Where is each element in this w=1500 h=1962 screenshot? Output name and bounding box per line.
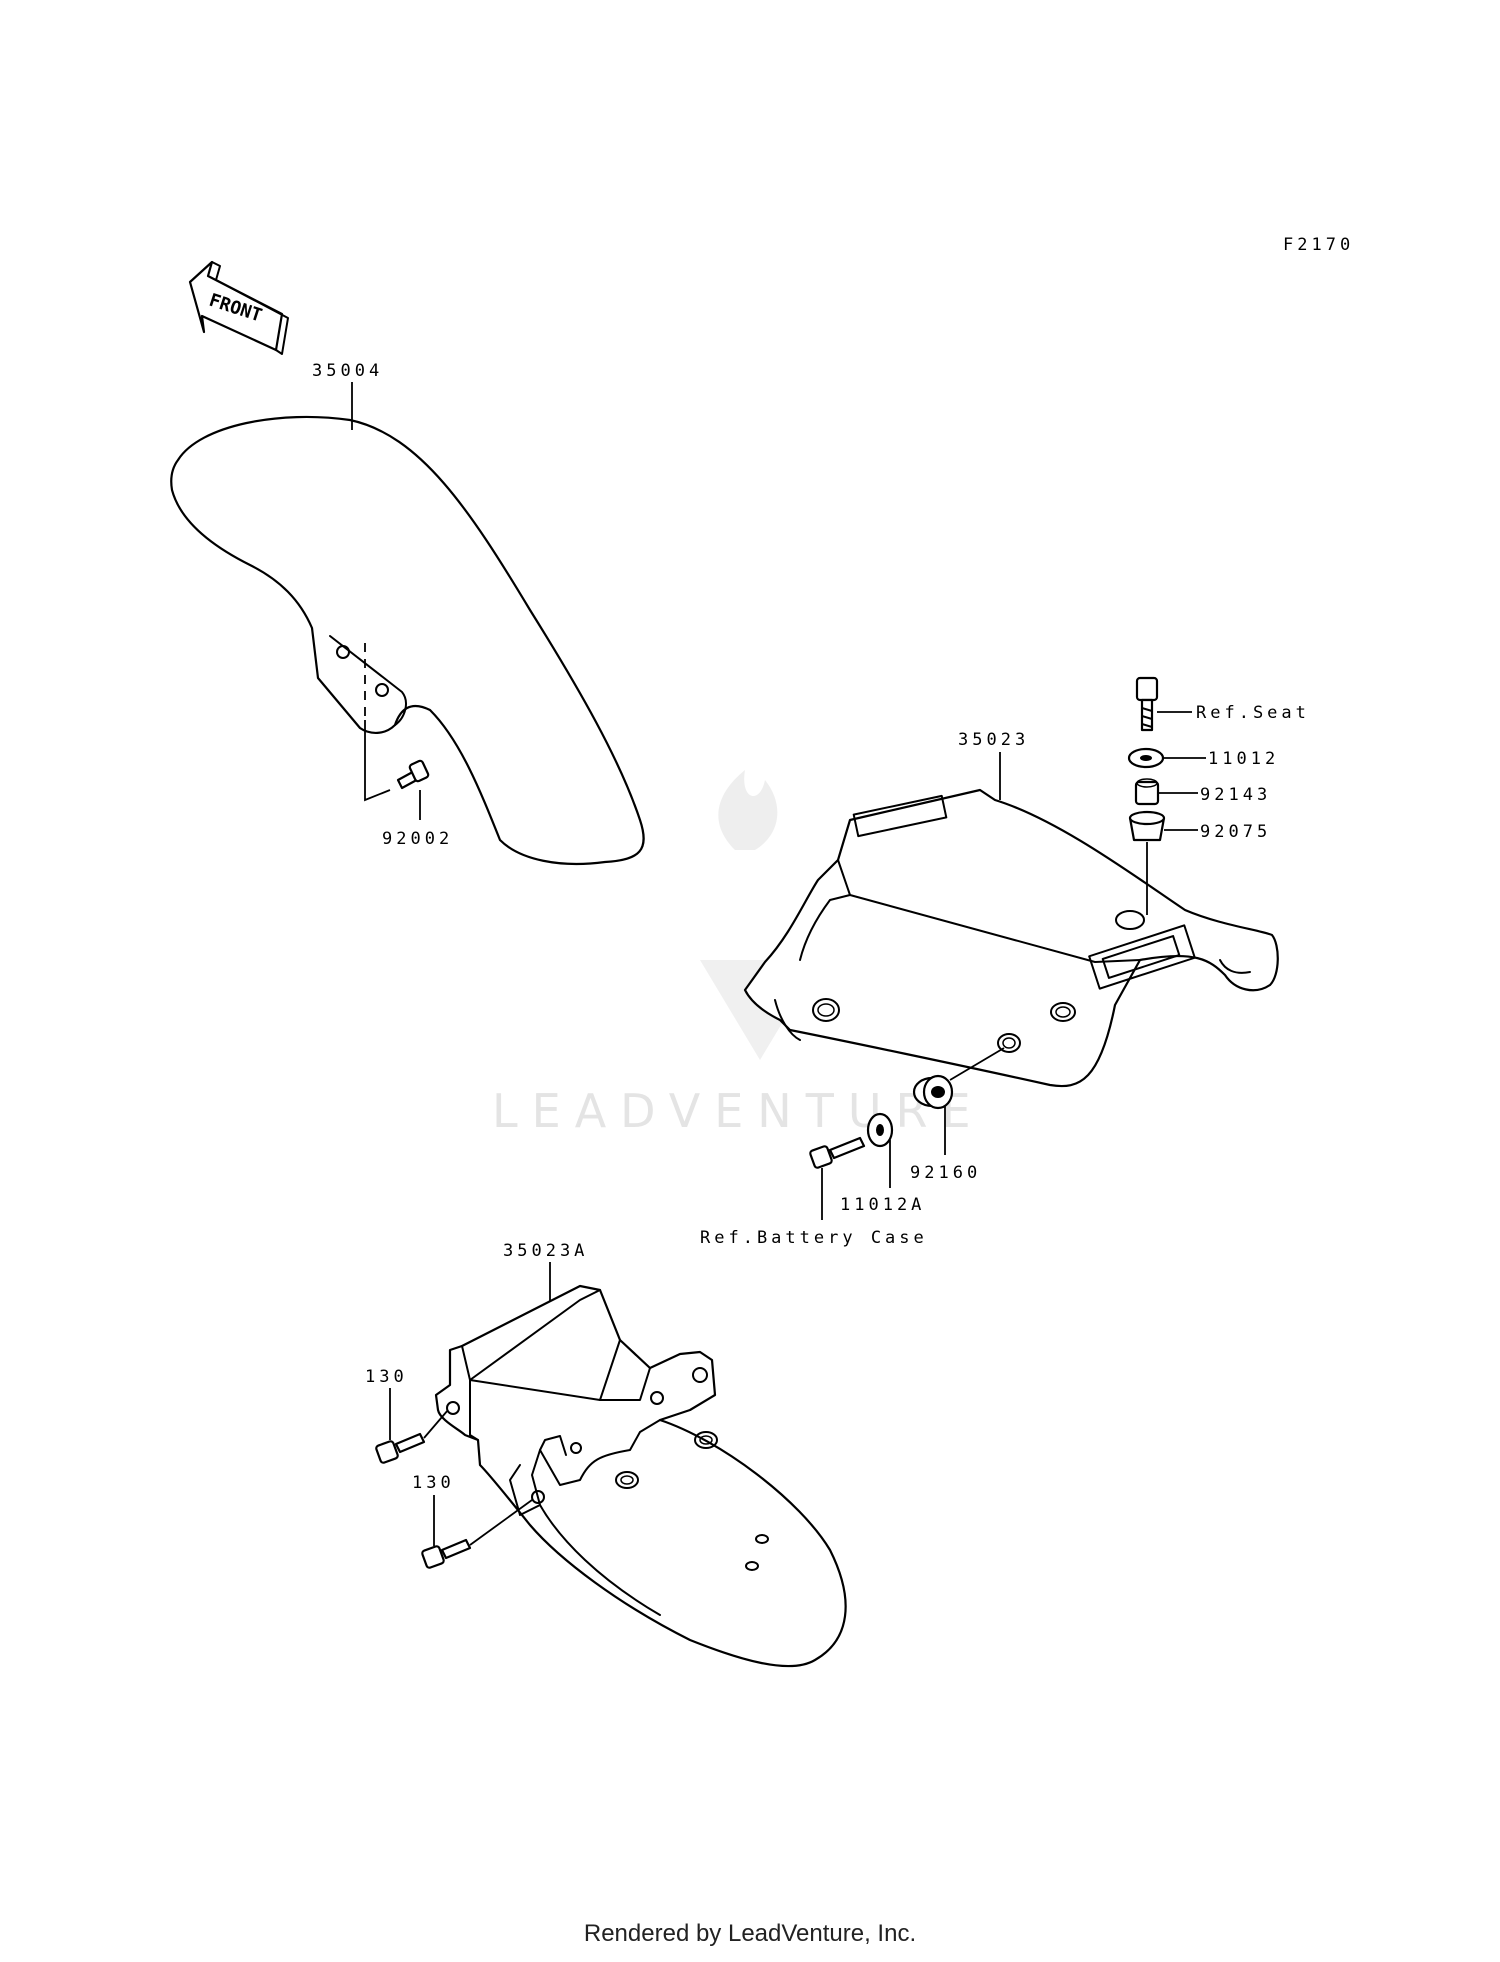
washer-side bbox=[866, 1112, 894, 1148]
label-ref-battery-case: Ref.Battery Case bbox=[700, 1228, 928, 1248]
grommet bbox=[912, 1074, 954, 1110]
label-damper: 92075 bbox=[1200, 822, 1271, 842]
label-front-fender: 35004 bbox=[312, 361, 383, 381]
rear-fender-upper bbox=[743, 788, 1279, 1088]
bolt-lower bbox=[421, 1538, 472, 1569]
rear-fender-lower bbox=[434, 1284, 847, 1668]
render-credit: Rendered by LeadVenture, Inc. bbox=[583, 1920, 917, 1947]
diagram-code: F2170 bbox=[1283, 235, 1354, 255]
front-fender bbox=[170, 415, 645, 865]
label-washer-top: 11012 bbox=[1208, 749, 1279, 769]
label-rear-fender-upper: 35023 bbox=[958, 730, 1029, 750]
collar bbox=[1134, 778, 1160, 806]
watermark-text: LEADVENTURE bbox=[492, 1084, 985, 1138]
label-rear-fender-lower: 35023A bbox=[503, 1241, 588, 1261]
label-ref-seat: Ref.Seat bbox=[1196, 703, 1310, 723]
seat-bolt bbox=[1135, 676, 1159, 732]
front-fender-bolt bbox=[396, 759, 430, 790]
washer-top bbox=[1127, 747, 1165, 769]
label-collar: 92143 bbox=[1200, 785, 1271, 805]
damper bbox=[1128, 810, 1166, 842]
label-grommet: 92160 bbox=[910, 1163, 981, 1183]
label-bolt-lower: 130 bbox=[412, 1473, 455, 1493]
label-bolt-upper: 130 bbox=[365, 1367, 408, 1387]
label-washer-side: 11012A bbox=[840, 1195, 925, 1215]
battery-case-bolt bbox=[809, 1136, 866, 1169]
front-arrow: FRONT bbox=[188, 260, 289, 355]
label-front-fender-bolt: 92002 bbox=[382, 829, 453, 849]
bolt-upper bbox=[375, 1432, 426, 1464]
